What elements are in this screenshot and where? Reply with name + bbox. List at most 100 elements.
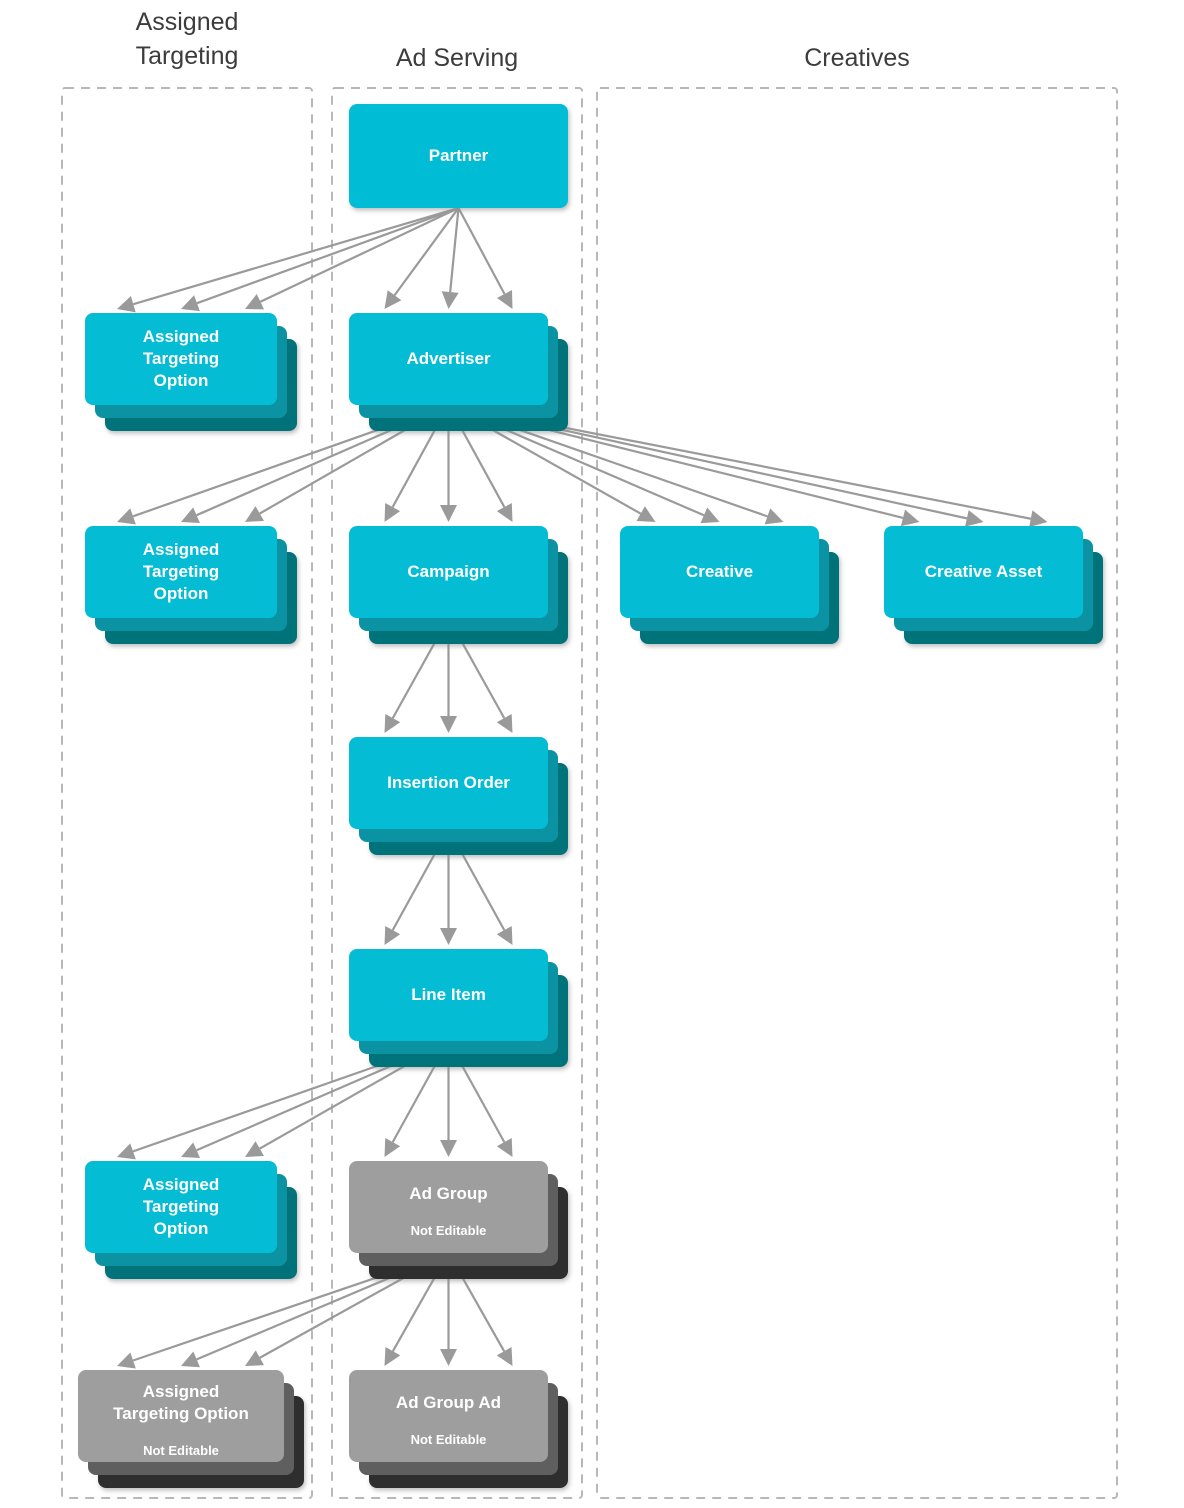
column-header-creatives: Creatives	[804, 44, 910, 72]
edge-partner-to-assigned-targeting-option-partner	[117, 206, 459, 313]
node-label: Targeting	[143, 1197, 219, 1216]
node-label: Advertiser	[406, 349, 490, 368]
node-card[interactable]	[349, 313, 548, 405]
node-advertiser[interactable]: Advertiser	[349, 313, 568, 431]
node-card[interactable]	[85, 1161, 277, 1253]
edge-arrowhead	[181, 1142, 200, 1159]
node-label: Assigned	[143, 327, 220, 346]
edge-arrowhead	[441, 291, 459, 309]
node-label: Assigned	[143, 1382, 220, 1401]
edge-arrowhead	[496, 503, 513, 522]
edge-shaft	[393, 207, 460, 296]
node-card[interactable]	[349, 949, 548, 1041]
node-ad-group-ad[interactable]: Ad Group Ad Not Editable	[349, 1370, 568, 1488]
node-card[interactable]	[349, 1370, 548, 1462]
node-insertion-order[interactable]: Insertion Order	[349, 737, 568, 855]
edge-partner-to-advertiser	[384, 207, 513, 309]
node-card[interactable]	[85, 526, 277, 618]
node-card[interactable]	[78, 1370, 284, 1462]
edge-arrowhead	[181, 295, 200, 312]
edge-arrowhead	[117, 296, 136, 313]
node-card[interactable]	[349, 1161, 548, 1253]
edge-arrowhead	[496, 714, 513, 733]
edge-arrowhead	[496, 926, 513, 945]
edge-arrowhead	[496, 290, 513, 309]
edge-arrowhead	[440, 505, 457, 522]
column-header-line: Ad Serving	[396, 44, 518, 72]
node-line-item[interactable]: Line Item	[349, 949, 568, 1067]
edge-arrowhead	[764, 508, 784, 525]
node-label: Option	[154, 584, 209, 603]
edge-shaft	[132, 206, 459, 306]
node-partner[interactable]: Partner	[349, 104, 568, 208]
edge-arrowhead	[384, 1138, 401, 1157]
edge-arrowhead	[1029, 510, 1048, 528]
node-label: Line Item	[411, 985, 486, 1004]
node-card[interactable]	[620, 526, 819, 618]
node-label: Assigned	[143, 540, 220, 559]
edge-arrowhead	[636, 506, 656, 522]
edge-shaft	[449, 207, 460, 293]
node-group: PartnerAssignedTargetingOptionAdvertiser…	[78, 104, 1103, 1488]
edge-arrowhead	[384, 503, 401, 522]
edge-arrowhead	[900, 509, 920, 527]
node-label: Option	[154, 1219, 209, 1238]
node-label: Creative Asset	[925, 562, 1043, 581]
node-label: Targeting	[143, 349, 219, 368]
edge-arrowhead	[181, 1351, 200, 1368]
node-label: Assigned	[143, 1175, 220, 1194]
edge-shaft	[259, 207, 459, 303]
node-campaign[interactable]: Campaign	[349, 526, 568, 644]
column-boundary-creatives	[596, 87, 1118, 1499]
node-creative[interactable]: Creative	[620, 526, 839, 644]
node-editability-badge: Not Editable	[143, 1443, 219, 1458]
node-card[interactable]	[884, 526, 1083, 618]
edge-arrowhead	[496, 1347, 513, 1366]
node-editability-badge: Not Editable	[411, 1432, 487, 1447]
node-card[interactable]	[349, 526, 548, 618]
node-creative-asset[interactable]: Creative Asset	[884, 526, 1103, 644]
edge-arrowhead	[384, 290, 402, 309]
edge-shaft	[196, 206, 459, 305]
edge-arrowhead	[384, 714, 401, 733]
node-card[interactable]	[349, 104, 568, 208]
column-header-line: Assigned	[136, 8, 239, 36]
edge-arrowhead	[440, 928, 457, 945]
edge-arrowhead	[117, 1352, 136, 1369]
edge-arrowhead	[496, 1138, 513, 1157]
node-editability-badge: Not Editable	[411, 1223, 487, 1238]
node-card[interactable]	[85, 313, 277, 405]
edge-arrowhead	[384, 926, 401, 945]
column-header-ad-serving: Ad Serving	[396, 44, 518, 72]
node-label: Campaign	[407, 562, 489, 581]
node-label: Option	[154, 371, 209, 390]
edge-arrowhead	[965, 510, 984, 527]
edge-arrowhead	[117, 508, 136, 525]
column-boundary-ad-serving	[331, 87, 583, 1499]
edge-arrowhead	[440, 1349, 457, 1366]
column-boundary-assigned-targeting	[61, 87, 313, 1499]
edge-arrowhead	[245, 506, 264, 522]
edge-arrowhead	[700, 507, 720, 524]
column-group	[61, 87, 1118, 1499]
node-card[interactable]	[349, 737, 548, 829]
edge-arrowhead	[245, 1350, 264, 1366]
node-label: Targeting Option	[113, 1404, 249, 1423]
edge-arrowhead	[384, 1347, 401, 1366]
edge-shaft	[457, 207, 506, 295]
node-label: Insertion Order	[387, 773, 510, 792]
edge-arrowhead	[245, 294, 265, 310]
node-label: Ad Group Ad	[396, 1393, 501, 1412]
column-header-line: Creatives	[804, 44, 910, 72]
edge-arrowhead	[117, 1143, 136, 1160]
edge-arrowhead	[440, 716, 457, 733]
